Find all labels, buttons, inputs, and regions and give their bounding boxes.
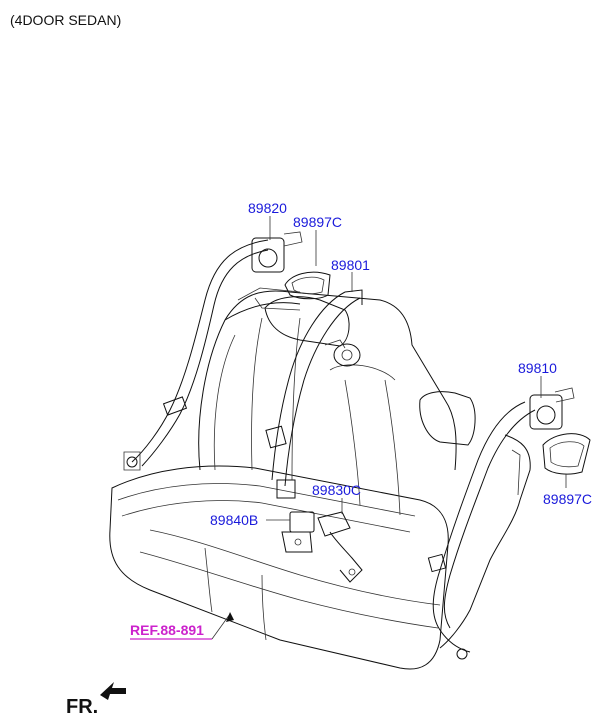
retractor-89820 xyxy=(251,231,303,273)
callout-89840b[interactable]: 89840B xyxy=(210,512,258,528)
callout-89810[interactable]: 89810 xyxy=(518,360,557,376)
callout-89830c[interactable]: 89830C xyxy=(312,482,361,498)
buckle-89830c xyxy=(317,511,363,583)
reference-link[interactable]: REF.88-891 xyxy=(130,612,234,640)
center-seat-belt xyxy=(265,289,363,499)
retractor-89801 xyxy=(324,339,361,367)
callout-89897c-right[interactable]: 89897C xyxy=(543,491,592,507)
right-seat-belt xyxy=(427,387,575,660)
left-seat-belt xyxy=(123,231,303,471)
front-arrow-icon xyxy=(100,682,126,700)
leader-lines xyxy=(266,216,567,521)
variant-title: (4DOOR SEDAN) xyxy=(10,12,121,28)
callout-89897c-top[interactable]: 89897C xyxy=(293,214,342,230)
bezel-89897c-top xyxy=(284,271,331,300)
callout-89820[interactable]: 89820 xyxy=(248,200,287,216)
bezel-89897c-right xyxy=(542,433,591,475)
reference-label[interactable]: REF.88-891 xyxy=(130,622,204,638)
front-direction-indicator: FR. xyxy=(66,682,126,718)
front-label: FR. xyxy=(66,696,98,718)
retractor-89810 xyxy=(529,387,575,430)
buckle-89840b xyxy=(281,511,315,553)
callout-89801[interactable]: 89801 xyxy=(331,257,370,273)
rear-seat-assembly xyxy=(109,287,531,670)
